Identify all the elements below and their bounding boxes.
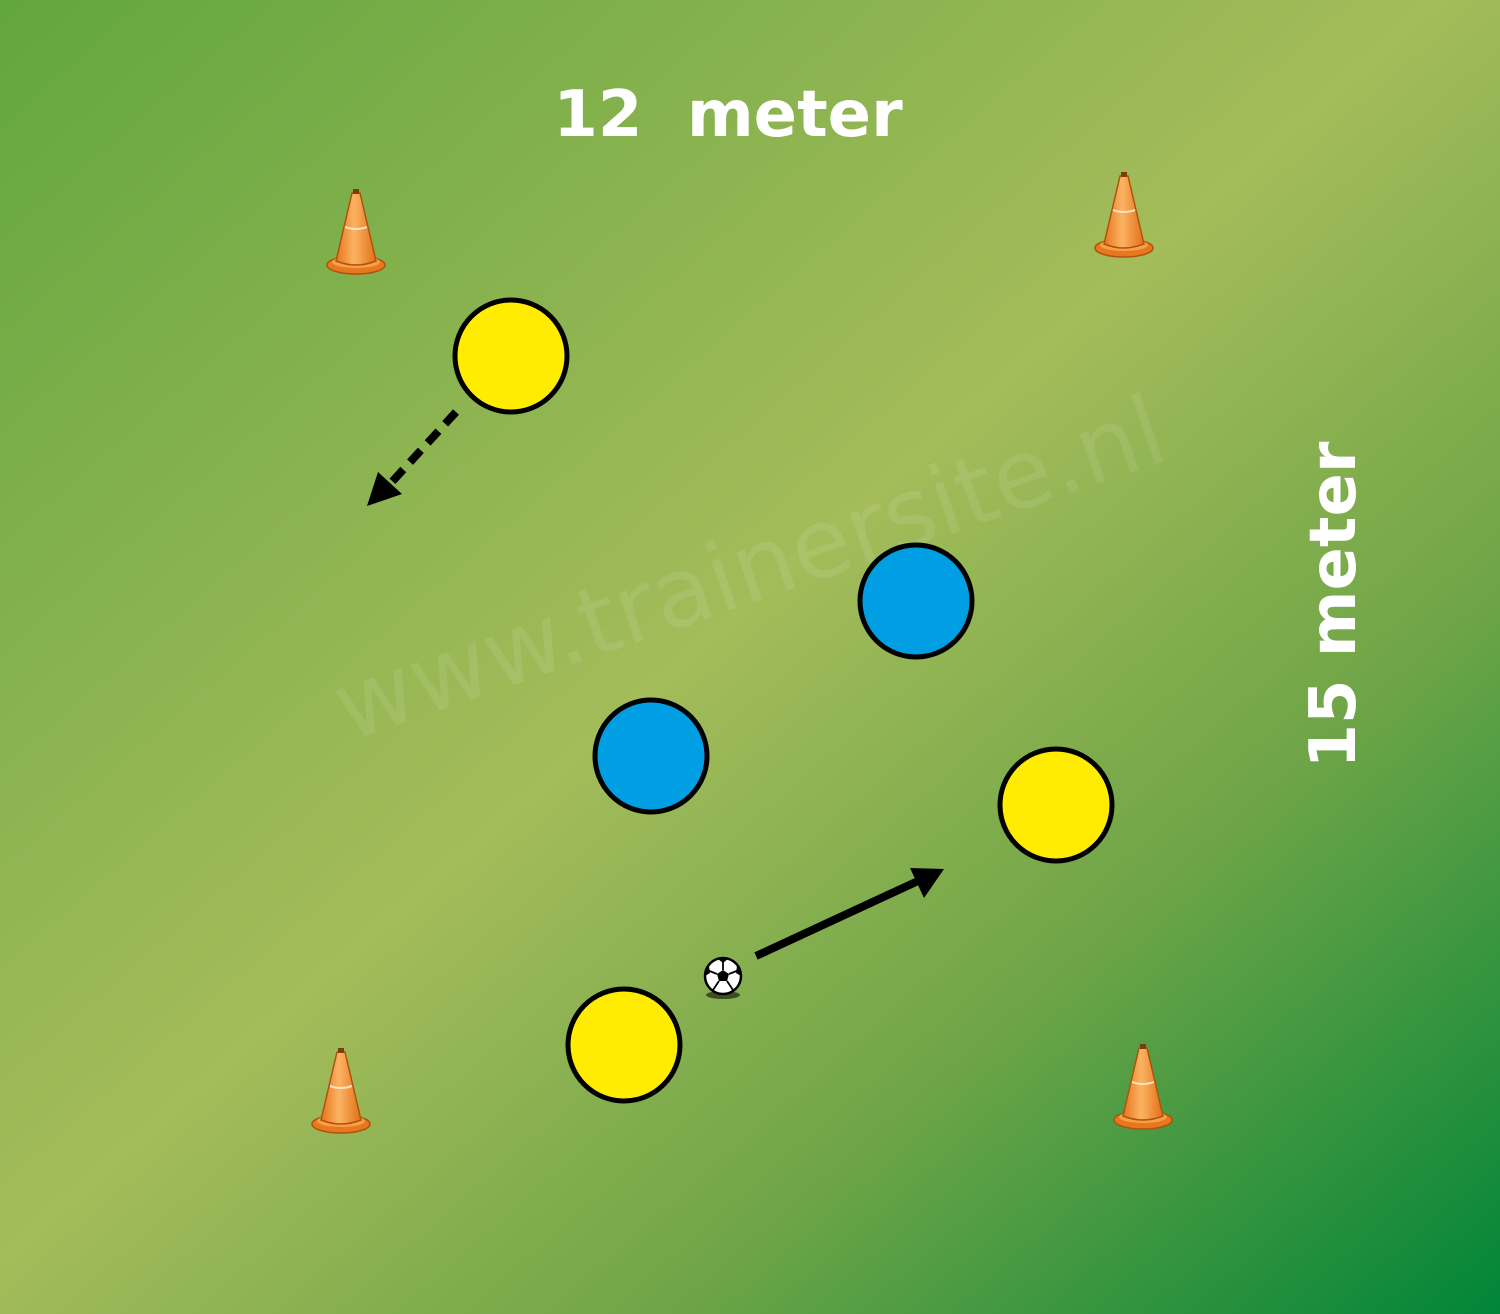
player-yellow-top-left (452, 297, 570, 415)
run-arrow (367, 409, 459, 506)
player-blue-center (592, 697, 710, 815)
width-dimension-label: 12 meter (553, 78, 903, 152)
pass-arrow (754, 868, 944, 960)
player-yellow-bottom (565, 986, 683, 1104)
player-blue-upper-right (857, 542, 975, 660)
soccer-ball-icon (703, 956, 743, 999)
height-dimension-label: 15 meter (1297, 441, 1371, 768)
player-yellow-right (997, 746, 1115, 864)
